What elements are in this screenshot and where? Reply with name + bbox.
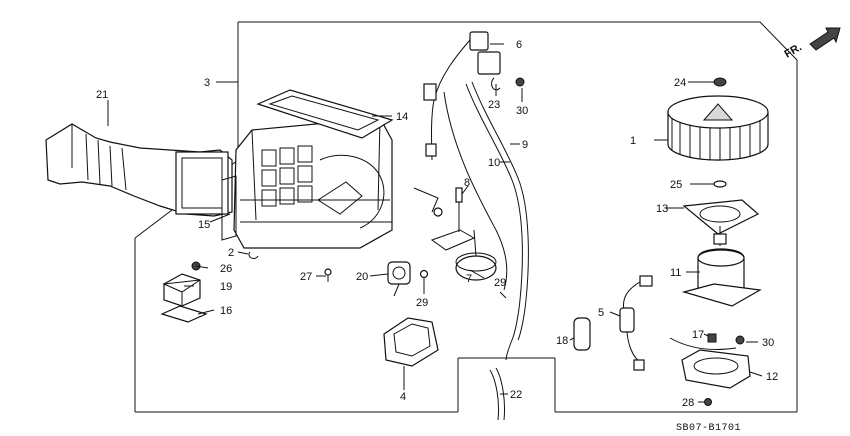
label-12: 12 <box>766 371 778 383</box>
label-19: 19 <box>220 281 232 293</box>
switch-6-part <box>423 31 501 161</box>
label-1: 1 <box>630 135 636 147</box>
label-5: 5 <box>598 307 604 319</box>
label-22: 22 <box>510 389 522 401</box>
hose-9-part <box>465 81 529 341</box>
label-13: 13 <box>656 203 668 215</box>
label-30a: 30 <box>516 105 528 117</box>
screw-30b-part <box>735 335 745 345</box>
resistor-4-part <box>383 317 439 367</box>
direction-label: FR. <box>783 41 804 60</box>
gasket-13-part <box>682 199 760 235</box>
label-17: 17 <box>692 329 704 341</box>
label-3: 3 <box>204 77 210 89</box>
label-14: 14 <box>396 111 408 123</box>
label-24: 24 <box>674 77 686 89</box>
label-8: 8 <box>464 177 470 189</box>
label-21: 21 <box>96 89 108 101</box>
clip-part <box>248 251 259 259</box>
label-23: 23 <box>488 99 500 111</box>
vacuum-actuator-7-part <box>430 229 497 281</box>
screw-29a-part <box>419 269 429 279</box>
nut-24-part <box>713 77 727 87</box>
leader-lines <box>107 43 763 403</box>
label-18: 18 <box>556 335 568 347</box>
blower-fan-1-part <box>667 95 769 161</box>
hose-10-part <box>443 91 508 291</box>
screw-28-part <box>704 398 712 406</box>
filter-frame-part <box>256 89 394 139</box>
front-direction-arrow: FR. <box>783 27 841 61</box>
drawing-code: SB07-B1701 <box>676 423 741 434</box>
label-28: 28 <box>682 397 694 409</box>
screw-30a-part <box>515 77 525 87</box>
linkage-8-part <box>413 187 463 232</box>
label-15: 15 <box>198 219 210 231</box>
label-9: 9 <box>522 139 528 151</box>
blower-motor-11-part <box>681 226 762 307</box>
washer-25-part <box>713 180 727 188</box>
assembly-frame <box>134 21 798 413</box>
label-29b: 29 <box>494 277 506 289</box>
label-11: 11 <box>670 267 681 279</box>
label-2: 2 <box>228 247 234 259</box>
label-25: 25 <box>670 179 682 191</box>
cover-12-part <box>669 337 751 389</box>
label-29a: 29 <box>416 297 428 309</box>
label-6: 6 <box>516 39 522 51</box>
intake-duct-part <box>45 123 233 217</box>
label-16: 16 <box>220 305 232 317</box>
housing-frame-part <box>221 175 237 241</box>
bracket-19-part <box>162 273 201 307</box>
label-20: 20 <box>356 271 368 283</box>
label-7: 7 <box>466 273 472 285</box>
blower-housing-part <box>233 117 393 249</box>
label-26: 26 <box>220 263 232 275</box>
label-4: 4 <box>400 391 406 403</box>
tube-18-part <box>573 317 591 351</box>
label-30b: 30 <box>762 337 774 349</box>
harness-5-part <box>619 275 653 371</box>
label-27: 27 <box>300 271 312 283</box>
screw-27-part <box>324 268 332 282</box>
part-number-labels: 21 3 14 15 2 26 19 16 27 20 29 4 7 8 9 1… <box>96 39 778 409</box>
label-10: 10 <box>488 157 500 169</box>
pad-16-part <box>160 305 208 323</box>
clip-17-part <box>707 333 717 343</box>
clip-23-part <box>491 77 501 91</box>
actuator-20-part <box>387 261 411 297</box>
hose-22-part <box>489 339 513 421</box>
